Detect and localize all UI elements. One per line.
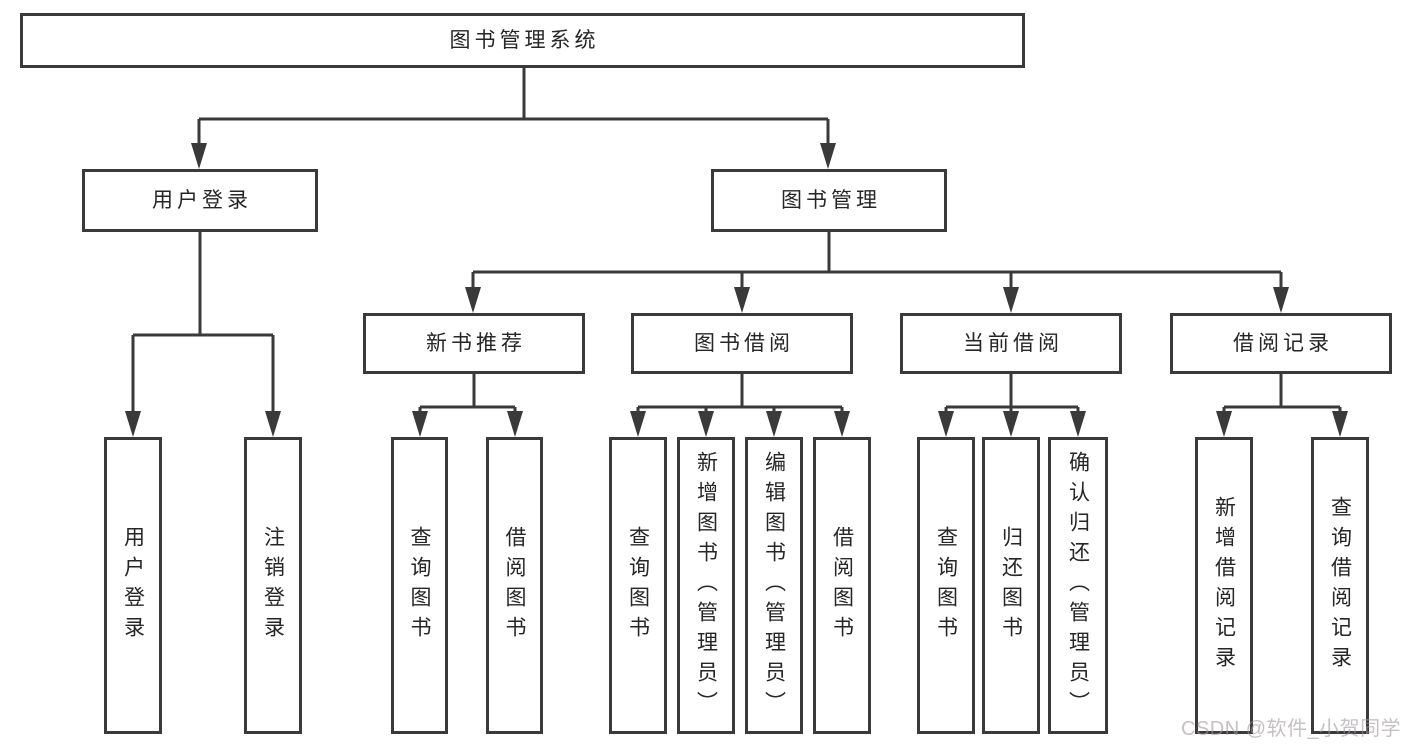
node-label: 当前借阅 [963, 332, 1063, 355]
node-label: 查询借阅记录 [1328, 495, 1352, 676]
arrowheads [125, 143, 1348, 437]
leaf-current-confirm-return-admin: 确认归还（管理员） [1048, 437, 1108, 734]
node-label: 用户登录 [152, 189, 252, 212]
leaf-logout: 注销登录 [244, 437, 302, 734]
leaf-current-query-books: 查询图书 [917, 437, 975, 734]
node-label: 确认归还（管理员） [1066, 450, 1090, 721]
node-label: 新增借阅记录 [1212, 495, 1236, 676]
leaf-recommend-borrow-books: 借阅图书 [486, 437, 543, 734]
node-book-management: 图书管理 [711, 169, 947, 232]
node-user-login: 用户登录 [82, 169, 318, 232]
node-label: 图书借阅 [694, 332, 794, 355]
node-label: 查询图书 [934, 525, 958, 646]
node-label: 查询图书 [626, 525, 650, 646]
node-label: 图书管理系统 [449, 29, 600, 52]
node-label: 查询图书 [408, 525, 431, 646]
node-label: 归还图书 [999, 525, 1023, 646]
node-label: 新增图书（管理员） [694, 450, 718, 721]
leaf-borrowing-add-books-admin: 新增图书（管理员） [677, 437, 735, 734]
node-label: 编辑图书（管理员） [762, 450, 786, 721]
node-borrow-records: 借阅记录 [1170, 313, 1392, 374]
leaf-records-query-borrow-record: 查询借阅记录 [1311, 437, 1369, 734]
leaf-borrowing-query-books: 查询图书 [609, 437, 667, 734]
node-label: 图书管理 [781, 189, 881, 212]
leaf-borrowing-edit-books-admin: 编辑图书（管理员） [745, 437, 803, 734]
tree-edges [131, 68, 1342, 415]
node-current-borrowing: 当前借阅 [900, 313, 1122, 374]
node-label: 新书推荐 [426, 332, 526, 355]
node-label: 借阅记录 [1233, 332, 1333, 355]
node-label: 用户登录 [121, 525, 145, 646]
leaf-records-add-borrow-record: 新增借阅记录 [1195, 437, 1253, 734]
node-label: 借阅图书 [503, 525, 526, 646]
node-new-book-recommend: 新书推荐 [363, 313, 585, 374]
node-label: 注销登录 [261, 525, 285, 646]
node-library-system: 图书管理系统 [20, 13, 1025, 68]
leaf-borrowing-borrow-books: 借阅图书 [813, 437, 871, 734]
node-book-borrowing: 图书借阅 [631, 313, 853, 374]
leaf-user-login: 用户登录 [104, 437, 162, 734]
node-label: 借阅图书 [830, 525, 854, 646]
leaf-current-return-books: 归还图书 [982, 437, 1040, 734]
leaf-recommend-query-books: 查询图书 [391, 437, 448, 734]
